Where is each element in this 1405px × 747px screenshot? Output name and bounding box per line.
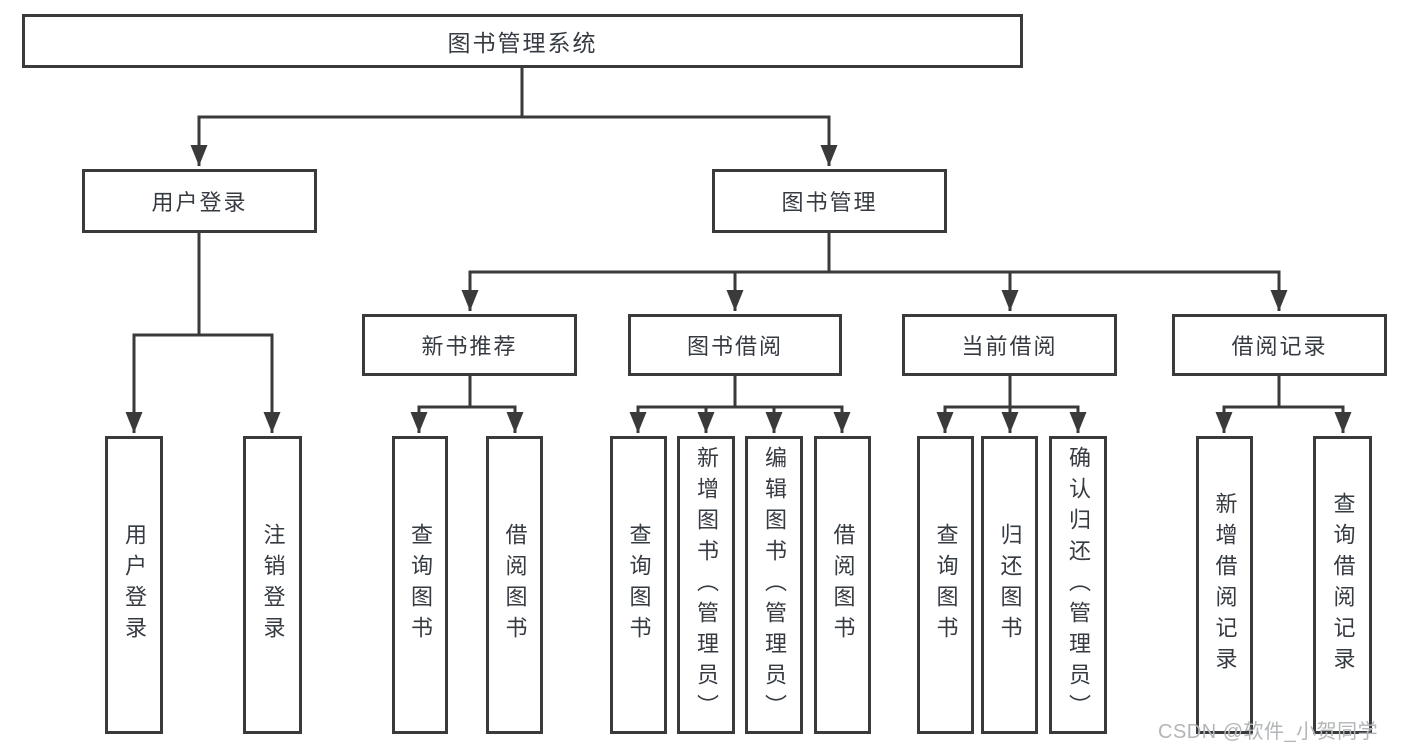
watermark: CSDN @软件_小贺同学 [1158, 721, 1379, 743]
leaf-query-books-current-label: 查询图书 [933, 523, 959, 647]
node-new-book-recommend-label: 新书推荐 [421, 334, 518, 359]
node-book-borrow: 图书借阅 [628, 314, 842, 376]
leaf-logout: 注销登录 [243, 436, 302, 734]
leaf-borrow-books-borrow-label: 借阅图书 [830, 523, 856, 647]
leaf-user-login-label: 用户登录 [122, 523, 147, 647]
leaf-query-books-current: 查询图书 [917, 436, 974, 734]
leaf-query-borrow-record: 查询借阅记录 [1313, 436, 1372, 734]
leaf-confirm-return-admin: 确认归还（管理员） [1049, 436, 1107, 734]
leaf-return-book: 归还图书 [981, 436, 1038, 734]
node-current-borrow-label: 当前借阅 [961, 334, 1058, 359]
leaf-borrow-books-recommend-label: 借阅图书 [502, 523, 528, 647]
node-user-login: 用户登录 [82, 169, 317, 233]
leaf-user-login: 用户登录 [105, 436, 163, 734]
leaf-borrow-books-recommend: 借阅图书 [486, 436, 543, 734]
leaf-confirm-return-admin-label: 确认归还（管理员） [1066, 445, 1091, 725]
leaf-add-borrow-record: 新增借阅记录 [1196, 436, 1253, 734]
node-book-management-label: 图书管理 [781, 190, 878, 215]
leaf-query-books-borrow-label: 查询图书 [626, 523, 652, 647]
node-borrow-records: 借阅记录 [1172, 314, 1387, 376]
leaf-borrow-books-borrow: 借阅图书 [814, 436, 871, 734]
node-current-borrow: 当前借阅 [902, 314, 1117, 376]
leaf-query-books-recommend-label: 查询图书 [408, 523, 433, 647]
leaf-query-borrow-record-label: 查询借阅记录 [1330, 492, 1356, 678]
leaf-edit-book-admin-label: 编辑图书（管理员） [762, 445, 787, 725]
leaf-add-borrow-record-label: 新增借阅记录 [1212, 492, 1238, 678]
leaf-add-book-admin-label: 新增图书（管理员） [694, 445, 719, 725]
leaf-edit-book-admin: 编辑图书（管理员） [745, 436, 803, 734]
node-book-borrow-label: 图书借阅 [686, 334, 783, 359]
node-new-book-recommend: 新书推荐 [362, 314, 577, 376]
node-root-label: 图书管理系统 [447, 30, 598, 56]
node-user-login-label: 用户登录 [151, 190, 248, 215]
node-book-management: 图书管理 [712, 169, 947, 233]
leaf-add-book-admin: 新增图书（管理员） [677, 436, 735, 734]
leaf-return-book-label: 归还图书 [997, 523, 1023, 647]
node-borrow-records-label: 借阅记录 [1231, 334, 1328, 359]
leaf-query-books-borrow: 查询图书 [610, 436, 667, 734]
leaf-query-books-recommend: 查询图书 [392, 436, 448, 734]
node-root: 图书管理系统 [22, 14, 1023, 68]
leaf-logout-label: 注销登录 [260, 523, 286, 647]
